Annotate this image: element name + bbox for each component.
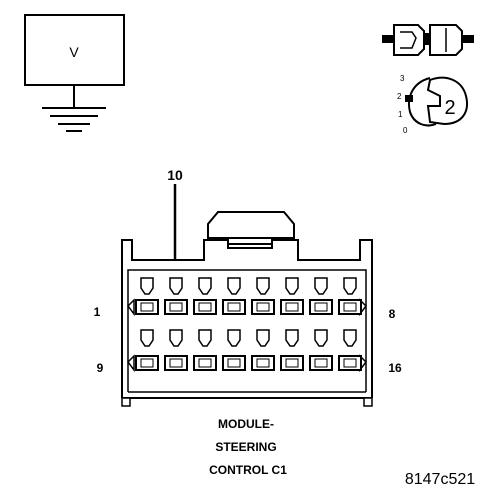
pin-10 [164,355,188,371]
pin-label-1: 1 [94,305,101,319]
voltmeter: V [24,14,125,132]
pin-14 [280,355,304,371]
ignition-position-0: 0 [403,126,408,135]
caption-line-3: CONTROL C1 [209,463,287,477]
ground-icon [42,107,106,132]
ignition-position-3: 3 [400,74,405,83]
pin-label-16: 16 [388,361,402,375]
pin-15 [309,355,333,371]
pin-11 [193,355,217,371]
pin-13 [251,355,275,371]
pin-4 [222,299,246,315]
pin-row-bottom [135,329,362,371]
pin-6 [280,299,304,315]
ignition-callout: 2 [444,97,455,119]
pin-label-8: 8 [389,307,396,321]
pin-2 [164,299,188,315]
pin-9 [135,355,159,371]
pin-5 [251,299,275,315]
pin-8 [338,299,362,315]
pin-1 [135,299,159,315]
ignition-position-2: 2 [397,92,402,101]
caption-line-1: MODULE- [218,417,274,431]
pin-label-9: 9 [97,361,104,375]
connector-caption: MODULE- STEERING CONTROL C1 [209,417,287,477]
pin-12 [222,355,246,371]
connector-symbol-icon [382,24,474,56]
ignition-switch-icon: 3 2 1 0 2 [397,74,468,135]
pin-7 [309,299,333,315]
ignition-position-1: 1 [398,110,403,119]
pointer-label: 10 [167,167,183,183]
pin-16 [338,355,362,371]
pin-3 [193,299,217,315]
pin-row-top [135,277,362,315]
caption-line-2: STEERING [215,440,276,454]
figure-id: 8147c521 [405,471,475,488]
voltmeter-label: V [69,44,79,60]
connector-body [121,211,373,407]
